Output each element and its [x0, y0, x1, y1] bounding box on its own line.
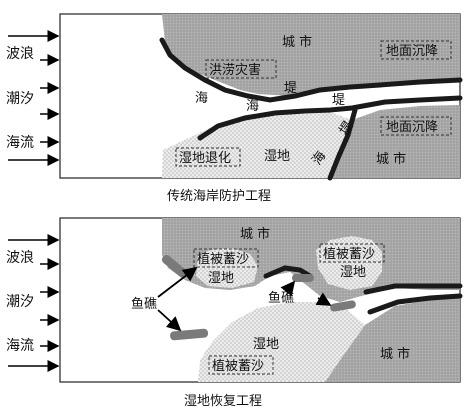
top-dike-branch	[327, 107, 358, 181]
bottom-dike-2	[363, 283, 463, 295]
subsidence-box-2	[380, 116, 452, 136]
wetland-retreat-box	[175, 147, 241, 167]
veg-label-1: 植被蓄沙	[197, 252, 249, 267]
reef-label-1: 鱼礁	[131, 296, 157, 312]
bottom-city-label-2: 城 市	[380, 346, 410, 362]
bottom-caption: 湿地恢复工程	[184, 394, 262, 409]
top-city-upper	[162, 14, 460, 96]
reef-label-2: 鱼礁	[268, 290, 294, 306]
top-dike-lower	[197, 95, 463, 141]
bottom-forces: 波浪 潮汐 海流	[6, 234, 60, 372]
wetland-retreat-label: 湿地退化	[179, 151, 231, 166]
bottom-dike-1	[263, 265, 313, 279]
dike-label-2: 堤	[332, 93, 345, 108]
reef-4	[330, 300, 356, 312]
reef-2	[170, 328, 209, 341]
dike-label-1: 堤	[284, 81, 297, 96]
top-dike-upper	[159, 37, 463, 103]
wetland-label-1: 湿地	[208, 271, 234, 286]
reef-arrow	[157, 309, 182, 332]
top-forces: 波浪 潮汐 海流	[6, 30, 60, 166]
top-panel: 城 市 洪涝灾害 地面沉降 地面沉降 海 海 堤 堤 堤 海 湿地退化 湿地 城…	[6, 13, 463, 204]
force-label-waves-2: 波浪	[6, 250, 34, 266]
reef-arrow	[157, 266, 198, 298]
force-label-tide-2: 潮汐	[6, 294, 34, 310]
bottom-city-label: 城 市	[240, 226, 270, 242]
force-label-tide: 潮汐	[6, 91, 34, 107]
veg-label-2: 植被蓄沙	[323, 247, 375, 262]
veg-box-1	[193, 248, 259, 268]
subsidence-label-2: 地面沉降	[386, 120, 438, 135]
top-wetland-label: 湿地	[264, 149, 290, 164]
sea-label-2: 海	[246, 99, 259, 114]
reef-arrow	[315, 292, 332, 306]
top-city-label-2: 城 市	[376, 151, 406, 167]
reef-arrow	[280, 280, 296, 297]
force-label-current: 海流	[6, 135, 34, 151]
top-caption: 传统海岸防护工程	[167, 188, 271, 204]
sea-label-1: 海	[195, 91, 208, 106]
force-label-current-2: 海流	[6, 338, 34, 354]
top-city-lower	[330, 105, 460, 178]
bottom-wetland-pocket-1	[196, 248, 258, 288]
subsidence-box-1	[380, 40, 452, 60]
reef-3	[292, 274, 314, 282]
top-city-label: 城 市	[282, 34, 312, 50]
bottom-city-lower	[325, 298, 460, 382]
top-wetland	[162, 112, 352, 178]
force-label-waves: 波浪	[6, 46, 34, 62]
flood-box	[205, 59, 277, 79]
flood-label: 洪涝灾害	[209, 62, 261, 78]
bottom-panel: 城 市 植被蓄沙 湿地 植被蓄沙 湿地 鱼礁 鱼礁 湿地 植被蓄沙 城 市 波浪…	[6, 217, 463, 409]
wetland-label-2: 湿地	[340, 265, 366, 280]
reef-1	[161, 254, 188, 278]
bottom-dike-3	[367, 293, 463, 315]
veg-label-3: 植被蓄沙	[212, 359, 264, 374]
bottom-wetland-main	[198, 302, 365, 382]
subsidence-label-1: 地面沉降	[386, 44, 438, 59]
veg-box-3	[208, 355, 274, 375]
wetland-label-3: 湿地	[253, 337, 279, 352]
veg-box-2	[319, 243, 385, 263]
bottom-wetland-pocket-2	[316, 236, 382, 290]
